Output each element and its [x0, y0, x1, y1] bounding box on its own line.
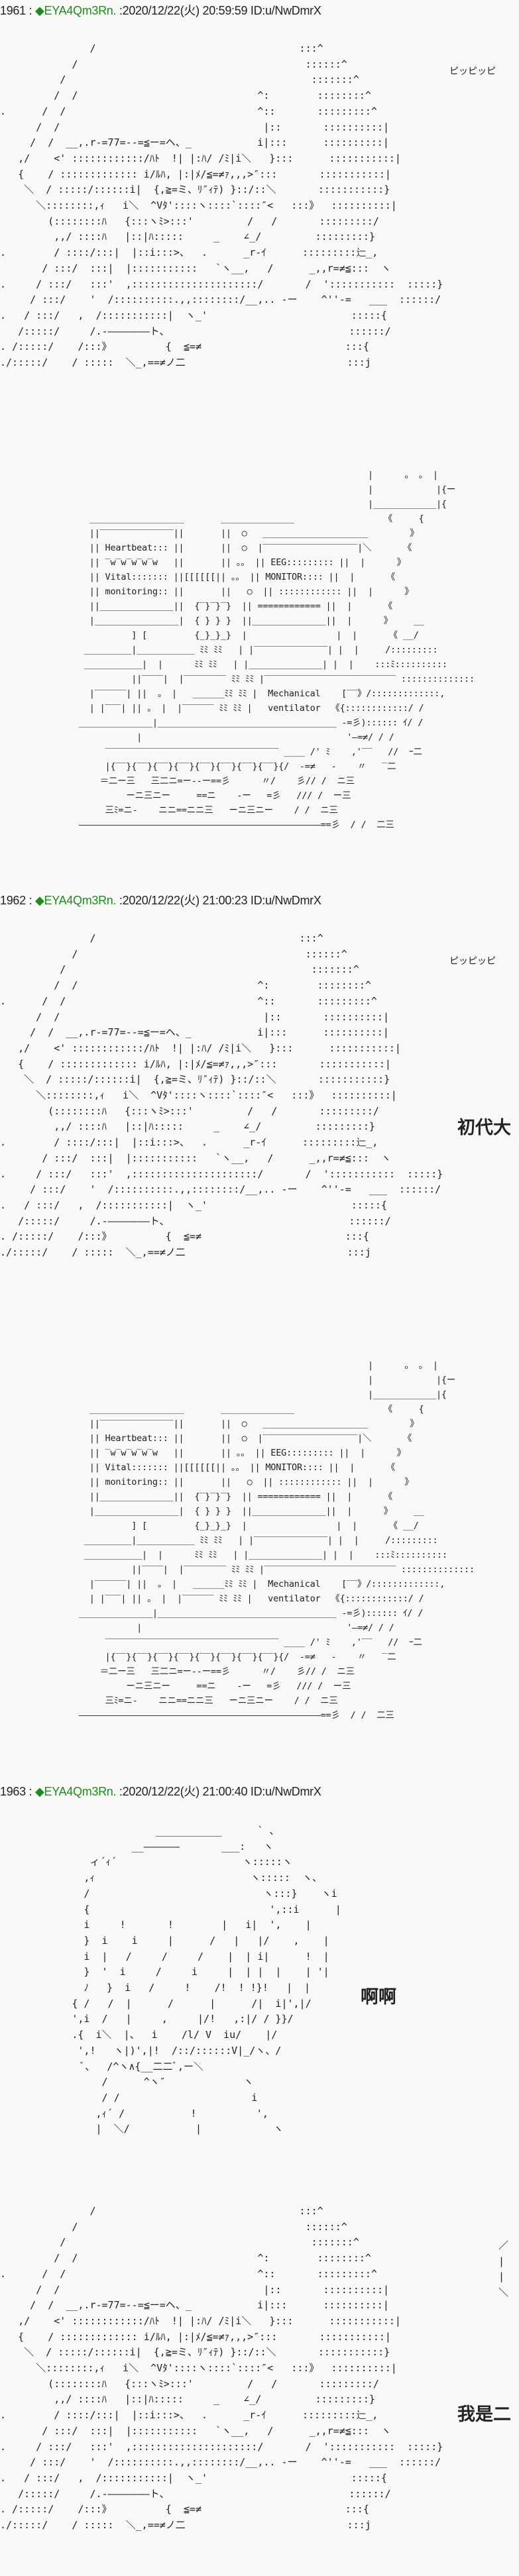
post-header: 1962 : ◆EYA4Qm3Rn. :2020/12/22(火) 21:00:… — [0, 891, 321, 908]
sound-effect: ピッピッピ — [449, 66, 496, 77]
ascii-art-face: / :::^ / ::::::^ / :::::::^ / / — [0, 2205, 443, 2532]
ascii-art-fragment: ／ | | ＼ — [498, 2239, 509, 2299]
dialogue-text: 我是二 — [457, 2404, 511, 2425]
post-meta: :2020/12/22(火) 21:00:23 ID:u/NwDmrX — [116, 894, 321, 907]
sound-effect: ピッピッピ — [449, 956, 496, 967]
separator: : — [25, 1785, 35, 1798]
poster-trip: ◆EYA4Qm3Rn. — [34, 1785, 117, 1798]
post-number[interactable]: 1963 — [0, 1785, 26, 1798]
post-header: 1963 : ◆EYA4Qm3Rn. :2020/12/22(火) 21:00:… — [0, 1782, 321, 1799]
post-number[interactable]: 1961 — [0, 4, 26, 17]
separator: : — [25, 4, 35, 17]
ascii-art-face: / :::^ / ::::::^ / :::::::^ / / — [0, 42, 443, 369]
post-meta: :2020/12/22(火) 21:00:40 ID:u/NwDmrX — [116, 1785, 321, 1798]
poster-trip: ◆EYA4Qm3Rn. — [34, 894, 117, 907]
poster-trip: ◆EYA4Qm3Rn. — [34, 4, 117, 17]
ascii-art-head-back: ___________ ` 、 __—————— ___: ヽ ィ´ｨ´ ヽ::… — [72, 1825, 341, 2135]
ascii-art-medical-equipment: | 。 。 | | |{ー |____________|{ — [78, 1360, 475, 1721]
ascii-art-face: / :::^ / ::::::^ / :::::::^ / / — [0, 932, 443, 1259]
separator: : — [25, 894, 35, 907]
post-meta: :2020/12/22(火) 20:59:59 ID:u/NwDmrX — [116, 4, 321, 17]
dialogue-text: 啊啊 — [361, 1987, 396, 2008]
post-number[interactable]: 1962 — [0, 894, 26, 907]
dialogue-text: 初代大 — [457, 1118, 511, 1138]
ascii-art-medical-equipment: | 。 。 | | |{ー |____________|{ — [78, 470, 475, 830]
post-header: 1961 : ◆EYA4Qm3Rn. :2020/12/22(火) 20:59:… — [0, 1, 321, 19]
